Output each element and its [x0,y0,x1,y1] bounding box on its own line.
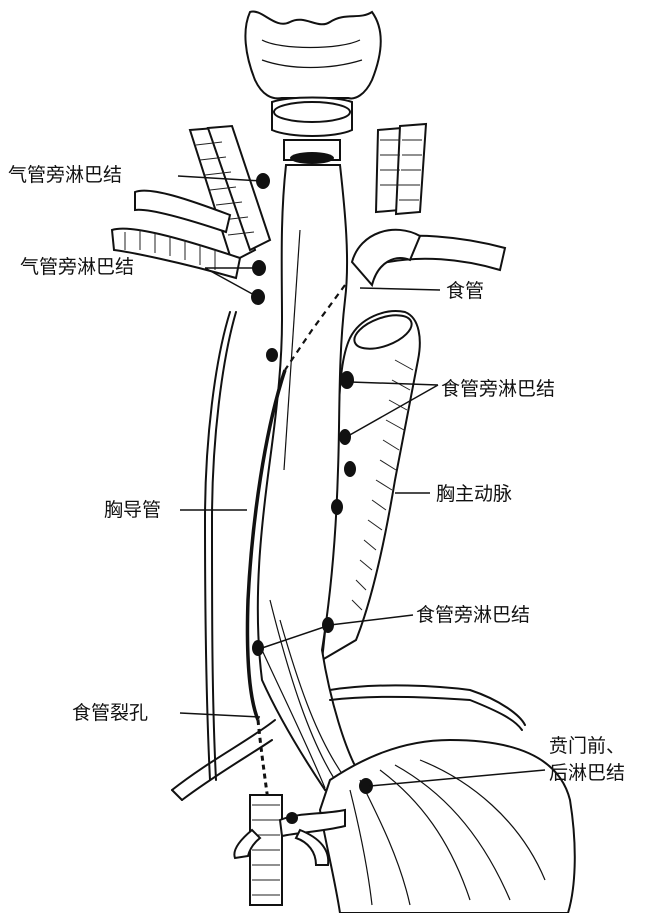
label-paraesophageal-upper: 食管旁淋巴结 [441,378,555,400]
stomach [320,740,575,913]
label-paraesophageal-lower: 食管旁淋巴结 [416,604,530,626]
label-cardiac-nodes-line2: 后淋巴结 [549,762,625,784]
right-vessels [352,124,505,285]
node-cardiac-2 [286,812,298,824]
larynx [245,12,380,164]
node-paraesophageal-1 [340,371,354,389]
label-thoracic-aorta: 胸主动脉 [436,483,512,505]
label-esophageal-hiatus: 食管裂孔 [72,702,148,724]
node-paratracheal-3 [251,289,265,305]
label-esophagus: 食管 [446,280,484,302]
node-paratracheal-4 [266,348,278,362]
label-paratracheal-lower: 气管旁淋巴结 [20,256,134,278]
label-paratracheal-upper: 气管旁淋巴结 [8,164,122,186]
node-paraesophageal-4 [331,499,343,515]
node-paraesophageal-2 [339,429,351,445]
label-cardiac-nodes-line1: 贲门前、 [549,735,625,757]
node-paraesophageal-3 [344,461,356,477]
left-vessels [112,126,270,278]
left-long-line [205,312,230,780]
label-thoracic-duct: 胸导管 [104,499,161,521]
